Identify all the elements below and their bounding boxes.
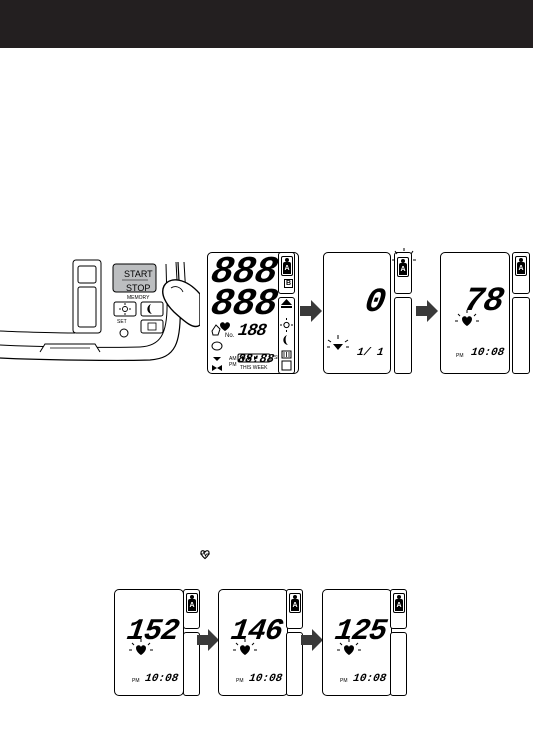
bowtie-icon — [212, 365, 222, 371]
lcd-deflation-screen-3: 125 PM 10:08 — [322, 589, 392, 696]
lcd-deflation-screen-2: 146 PM 10:08 — [218, 589, 288, 696]
pm-label: PM — [132, 679, 140, 684]
heart-pulse-icon — [199, 549, 211, 561]
pm-label: PM — [229, 363, 237, 368]
pressure-value: 0 — [362, 286, 386, 320]
blinking-heart-icon — [455, 309, 481, 335]
user-a-icon: A — [393, 593, 405, 613]
stop-label: STOP — [126, 284, 150, 293]
lcd-zero-screen: 0 1/ 1 — [323, 252, 391, 374]
lcd-deflation-screen-1: 152 PM 10:08 — [114, 589, 184, 696]
memory-column-icons — [278, 297, 295, 374]
user-a-icon: A — [289, 593, 301, 613]
time-display: 10:08 — [352, 674, 387, 685]
time-display: 10:08 — [470, 348, 505, 359]
user-a-icon: A — [281, 256, 293, 276]
pm-label: PM — [340, 679, 348, 684]
blinking-triangle-icon — [326, 333, 352, 359]
time-display: 10:08 — [144, 674, 179, 685]
blinking-heart-icon — [337, 638, 363, 664]
time-display: 10:08 — [248, 674, 283, 685]
memory-column — [390, 632, 407, 696]
pm-label: PM — [236, 679, 244, 684]
start-label: START — [124, 270, 153, 279]
pm-label: PM — [456, 354, 464, 359]
blinking-heart-icon — [233, 638, 259, 664]
moon-icon — [283, 335, 288, 345]
user-a-icon: A — [186, 593, 198, 613]
bottom-digits: 888 — [208, 286, 279, 324]
memory-column — [512, 297, 530, 374]
cuff-icon — [212, 342, 222, 350]
date-display: 1/ 1 — [356, 348, 384, 359]
header-bar — [0, 0, 533, 48]
right-arrow-icon — [300, 300, 322, 322]
set-label: SET — [117, 320, 127, 325]
blinking-heart-icon — [129, 638, 155, 664]
right-arrow-icon — [301, 629, 323, 651]
user-b-label: B — [284, 279, 293, 288]
memory-column — [394, 297, 412, 374]
sun-icon — [284, 322, 289, 327]
movement-icon — [212, 325, 220, 335]
eject-icon — [281, 299, 292, 305]
heart-icon — [220, 322, 230, 331]
monitor-device-illustration: START STOP MEMORY SET — [0, 252, 200, 377]
right-arrow-icon — [416, 300, 438, 322]
triangle-icon — [213, 357, 221, 361]
user-a-icon: A — [397, 257, 409, 277]
right-arrow-icon — [197, 629, 219, 651]
time-digits: 88:88 — [237, 353, 275, 365]
user-a-icon: A — [515, 256, 527, 276]
lcd-pressure-screen: 78 PM 10:08 — [440, 252, 510, 374]
list-icon — [282, 361, 291, 370]
no-label: No. — [225, 333, 234, 339]
pulse-digits: 188 — [237, 323, 267, 340]
memory-label: MEMORY — [127, 296, 149, 301]
this-week-label: THIS WEEK — [240, 366, 268, 371]
